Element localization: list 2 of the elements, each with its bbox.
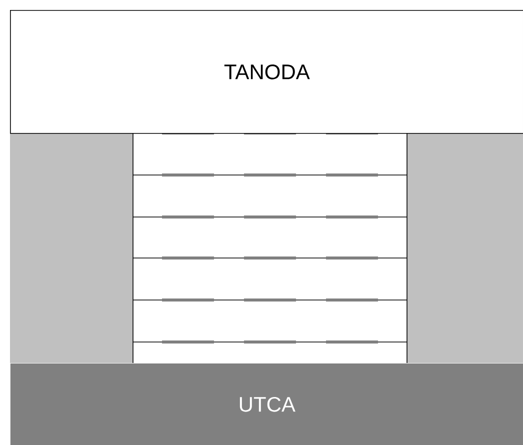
base-band: UTCA [10,363,523,445]
header-box: TANODA [10,10,523,134]
